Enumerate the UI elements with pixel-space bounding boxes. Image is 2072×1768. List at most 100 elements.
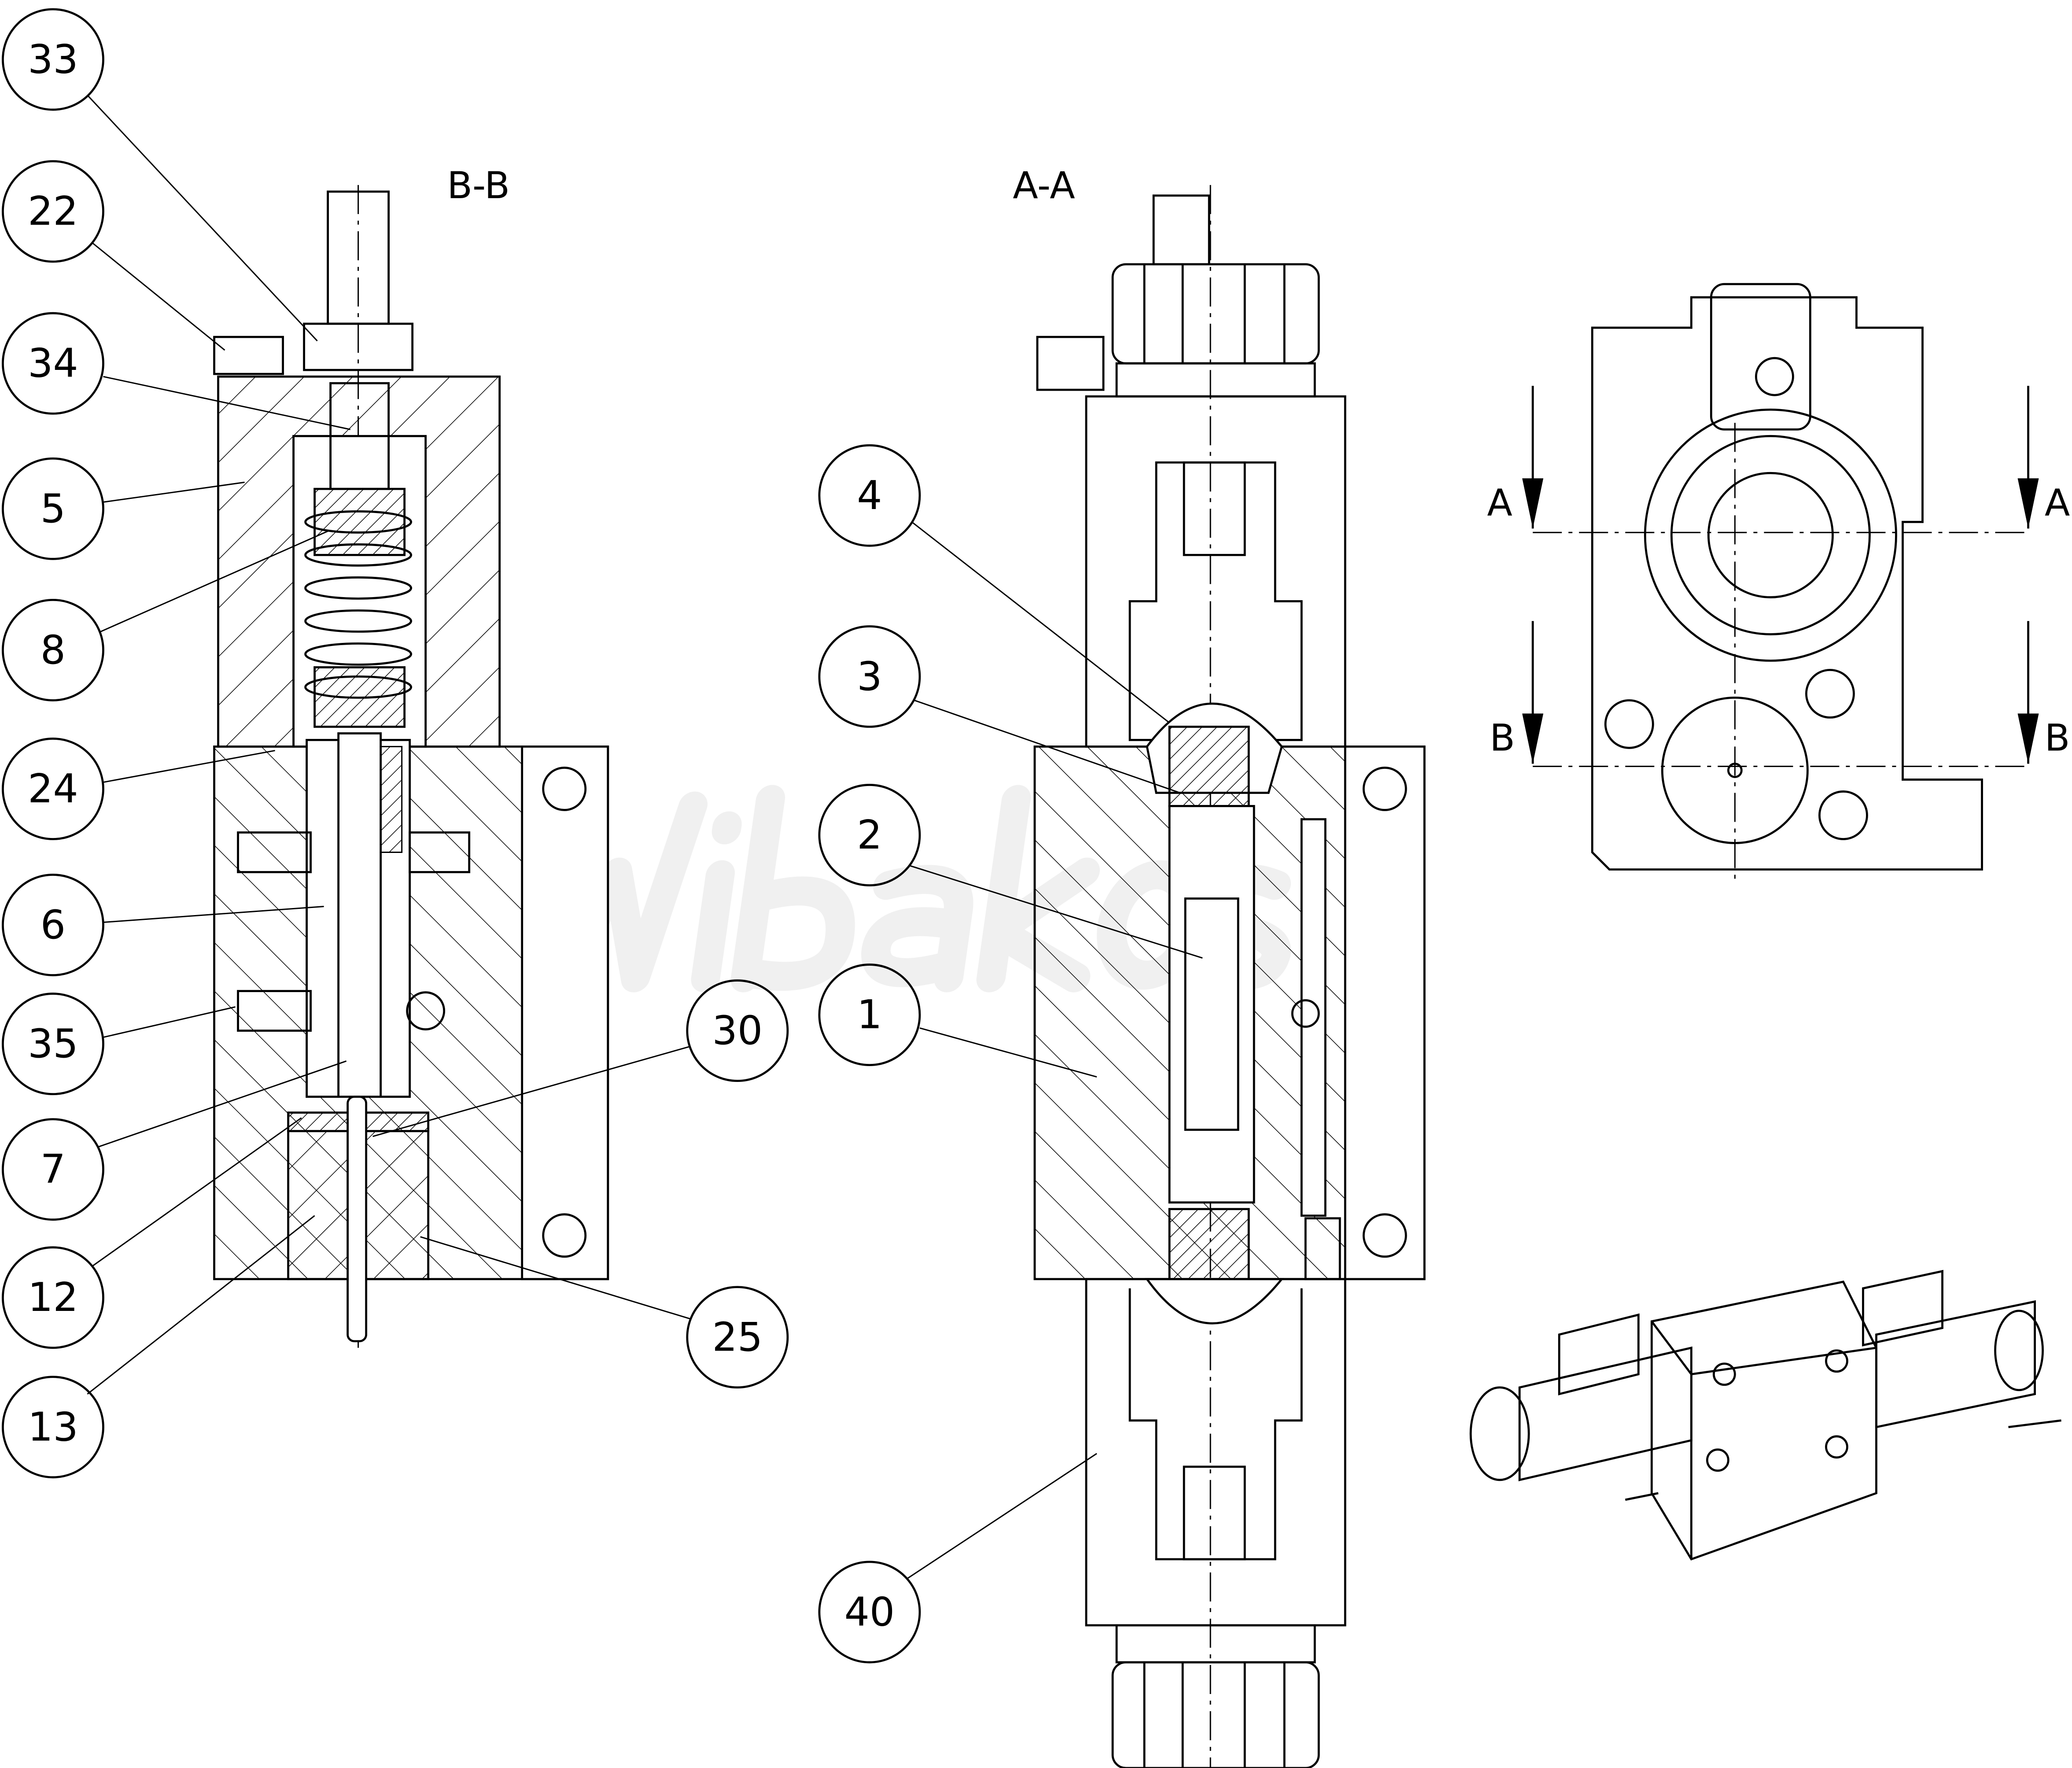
- side-view-circle: [1604, 699, 1654, 749]
- balloon-3-text: 3: [857, 653, 882, 700]
- balloon-35: 35: [2, 993, 104, 1096]
- balloon-13-text: 13: [28, 1404, 78, 1450]
- balloon-4: 4: [818, 444, 921, 547]
- balloon-1: 1: [818, 963, 921, 1067]
- section-bb-view-circle: [406, 991, 446, 1030]
- balloon-22-text: 22: [28, 188, 78, 235]
- watermark-graphic-line: [691, 860, 735, 993]
- balloon-2-text: 2: [857, 812, 882, 858]
- balloons-aa-line: [911, 521, 1170, 723]
- balloon-7-circle: [2, 1118, 104, 1221]
- section-bb-view-rect: [409, 831, 471, 873]
- side-view-path: [1591, 296, 1983, 871]
- balloon-6-text: 6: [41, 902, 66, 948]
- section-aa-view-rect: [1183, 1465, 1246, 1561]
- balloon-30-text: 30: [712, 1008, 763, 1054]
- section-aa-view-rect: [1183, 461, 1246, 556]
- section-aa-view-path: [1128, 1288, 1303, 1561]
- section-bb-view-rect: [521, 746, 609, 1281]
- balloons-bb-line: [103, 749, 275, 783]
- balloon-13-circle: [2, 1376, 104, 1479]
- isometric-view-ellipse: [1469, 1386, 1530, 1481]
- balloons-bb-line: [103, 376, 350, 430]
- watermark-graphic-path: [731, 876, 855, 991]
- section-aa-view-rect: [1115, 362, 1316, 398]
- balloons-aa-line: [919, 1027, 1097, 1078]
- side-view-polygon: [1522, 478, 1544, 529]
- balloon-33-circle: [2, 8, 104, 111]
- isometric-view-circle: [1706, 1448, 1729, 1472]
- balloon-24-text: 24: [28, 766, 78, 812]
- section-aa-label: A-A: [1013, 164, 1075, 207]
- balloon-2-circle: [818, 784, 921, 886]
- section-aa-view-rect: [1344, 746, 1426, 1281]
- side-view-polygon: [2017, 478, 2039, 529]
- cut-mark-a-left: A: [1487, 481, 1512, 524]
- section-aa-view-rect: [1085, 395, 1346, 748]
- balloon-40-text: 40: [844, 1589, 895, 1635]
- balloons-bb-line: [87, 95, 318, 342]
- balloons-bb: 33 22 34 5 8 24 6 35 7 12 13 30 25: [2, 8, 789, 1479]
- balloon-33-text: 33: [28, 37, 78, 83]
- side-view-circle: [1805, 668, 1855, 719]
- spring-ellipse: [304, 609, 413, 633]
- balloon-34-text: 34: [28, 340, 78, 387]
- balloons-aa-line: [909, 865, 1203, 959]
- balloon-25-text: 25: [712, 1314, 763, 1360]
- section-aa-view: A-A: [1013, 164, 1426, 1768]
- balloons-aa: 4 3 2 1 40: [818, 444, 1203, 1664]
- balloon-8-circle: [2, 598, 104, 701]
- section-bb-view-circle: [542, 1213, 587, 1258]
- watermark-graphic-path: [861, 865, 973, 993]
- isometric-view: [1469, 1270, 2061, 1561]
- section-bb-view-rect: [213, 336, 284, 375]
- balloons-bb-line: [103, 906, 324, 923]
- section-aa-view-rect: [1085, 1278, 1346, 1627]
- balloon-5-text: 5: [41, 486, 66, 532]
- balloons-bb-line: [103, 1006, 236, 1038]
- balloon-40: 40: [818, 1561, 921, 1664]
- section-bb-view-rect: [313, 666, 406, 728]
- balloons-bb-line: [372, 1046, 690, 1137]
- section-bb-view: B-B: [213, 164, 609, 1348]
- side-view-circle: [1670, 435, 1871, 635]
- balloon-6: 6: [2, 874, 104, 976]
- balloons-bb-line: [92, 1117, 302, 1266]
- balloon-24-circle: [2, 738, 104, 840]
- section-aa-view-rect: [1168, 805, 1255, 1204]
- balloon-13: 13: [2, 1376, 104, 1479]
- section-aa-view-circle: [1362, 1213, 1407, 1258]
- balloon-33: 33: [2, 8, 104, 111]
- cut-mark-b-left: B: [1489, 716, 1515, 759]
- section-aa-view-path: [1128, 461, 1303, 741]
- section-bb-view-rect: [303, 322, 414, 371]
- watermark-graphic-line: [712, 811, 742, 845]
- section-bb-view-circle: [542, 767, 587, 811]
- balloon-12-circle: [2, 1246, 104, 1349]
- isometric-view-line: [2008, 1419, 2061, 1428]
- isometric-view-circle: [1825, 1435, 1848, 1459]
- balloon-35-text: 35: [28, 1021, 78, 1067]
- balloon-25-circle: [686, 1286, 789, 1389]
- balloon-34-circle: [2, 312, 104, 415]
- section-aa-view-rect: [1168, 1208, 1250, 1283]
- spring-ellipse: [304, 642, 413, 666]
- isometric-view-circle: [1825, 1349, 1848, 1373]
- balloon-30-circle: [686, 979, 789, 1082]
- isometric-view-line: [1625, 1492, 1659, 1501]
- cut-mark-a-right: A: [2045, 481, 2070, 524]
- balloons-bb-line: [103, 481, 245, 503]
- balloon-5-circle: [2, 457, 104, 560]
- balloon-3: 3: [818, 625, 921, 728]
- cut-mark-b-right: B: [2045, 716, 2070, 759]
- section-aa-view-rect: [1115, 1624, 1316, 1664]
- side-view-circle: [1644, 408, 1897, 662]
- balloon-7-text: 7: [41, 1146, 66, 1192]
- side-view-circle: [1755, 357, 1794, 396]
- balloons-aa-line: [906, 1453, 1097, 1580]
- balloon-22: 22: [2, 160, 104, 263]
- section-aa-view-rect: [1111, 1661, 1320, 1768]
- balloons-bb-line: [87, 1215, 315, 1395]
- balloon-7: 7: [2, 1118, 104, 1221]
